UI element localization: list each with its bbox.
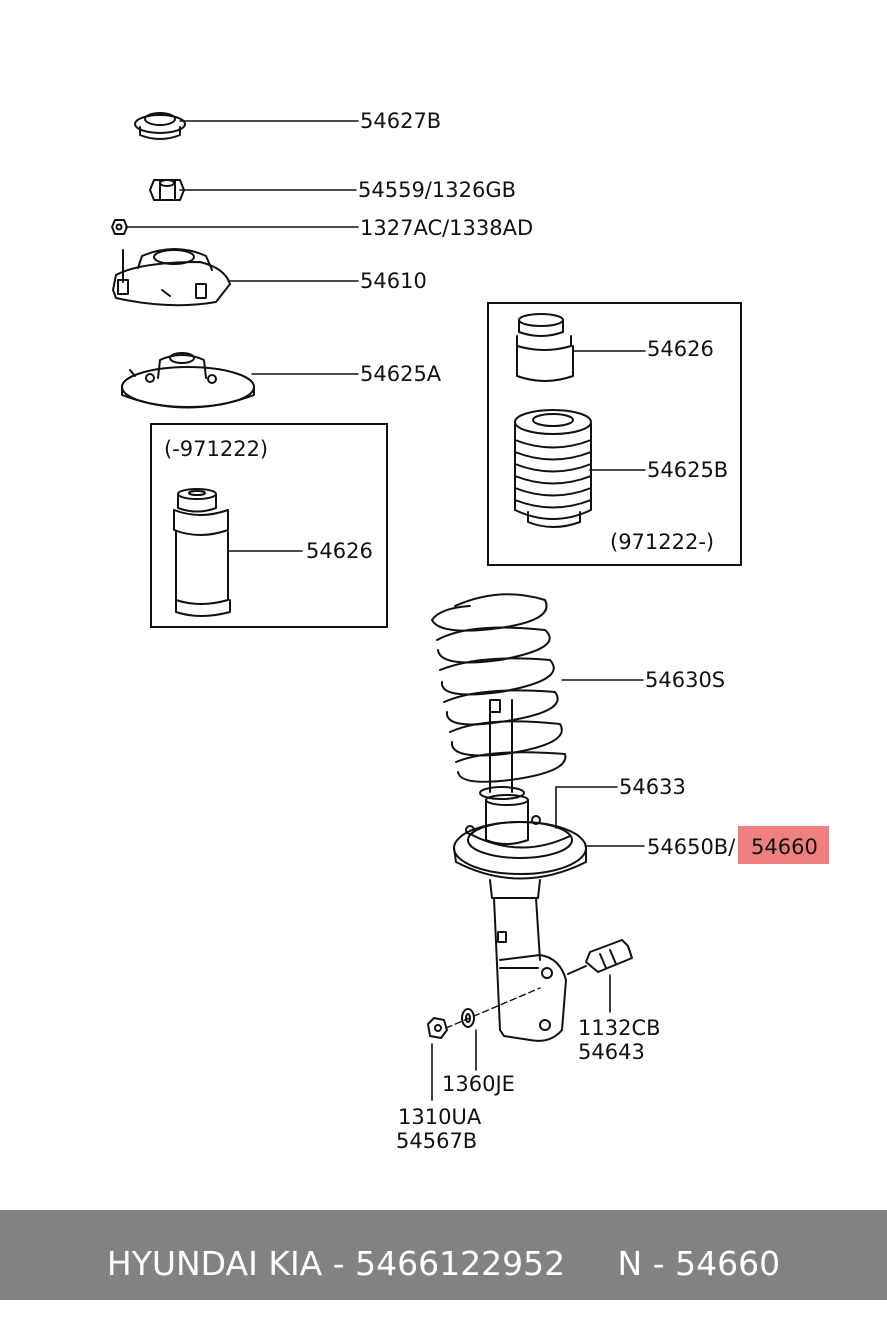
label-1327ac: 1327AC/1338AD	[360, 216, 534, 240]
parts-diagram: 54627B 54559/1326GB 1327AC/1338AD 54610 …	[111, 109, 829, 1153]
label-54625b: 54625B	[647, 458, 729, 482]
leader-lines	[125, 120, 646, 1101]
part-54625b-drawing	[514, 409, 592, 528]
diagram-drawing	[111, 112, 646, 1101]
highlight-54660	[738, 826, 829, 864]
assembly-axis-line	[445, 987, 541, 1029]
footer-bar: HYUNDAI KIA - 5466122952 N - 54660	[0, 1210, 887, 1300]
part-54610-drawing	[112, 248, 231, 307]
label-54630s: 54630S	[645, 668, 726, 692]
label-1132cb: 1132CB	[578, 1016, 661, 1040]
part-1132cb-drawing	[567, 939, 633, 975]
part-54625a-drawing	[121, 352, 255, 409]
label-54633: 54633	[619, 775, 686, 799]
label-box-right-note: (971222-)	[610, 530, 715, 554]
part-54633-drawing	[479, 786, 529, 845]
label-54610: 54610	[360, 269, 427, 293]
label-54625a: 54625A	[360, 362, 442, 386]
label-54567b: 54567B	[396, 1129, 478, 1153]
part-54650b-drawing	[453, 815, 587, 1042]
label-1360je: 1360JE	[442, 1072, 515, 1096]
label-54650b: 54650B/	[647, 835, 736, 859]
label-54559: 54559/1326GB	[358, 178, 517, 202]
part-54626-left-drawing	[173, 488, 231, 617]
part-54559-drawing	[149, 179, 185, 201]
part-54630s-drawing	[431, 593, 567, 793]
label-54627b: 54627B	[360, 109, 442, 133]
variant-box-left	[150, 423, 388, 628]
part-54626-right-drawing	[516, 313, 574, 382]
label-box-left-note: (-971222)	[164, 437, 269, 461]
label-54643: 54643	[578, 1040, 645, 1064]
part-1327ac-drawing	[111, 219, 128, 235]
footer-text: HYUNDAI KIA - 5466122952 N - 54660	[106, 1244, 781, 1283]
variant-box-right	[487, 302, 742, 566]
label-54626-right: 54626	[647, 337, 714, 361]
label-54660: 54660	[751, 835, 818, 859]
label-54626-left: 54626	[306, 539, 373, 563]
part-54627b-drawing	[134, 112, 186, 140]
part-1310ua-drawing	[427, 1017, 448, 1039]
label-1310ua: 1310UA	[398, 1105, 482, 1129]
